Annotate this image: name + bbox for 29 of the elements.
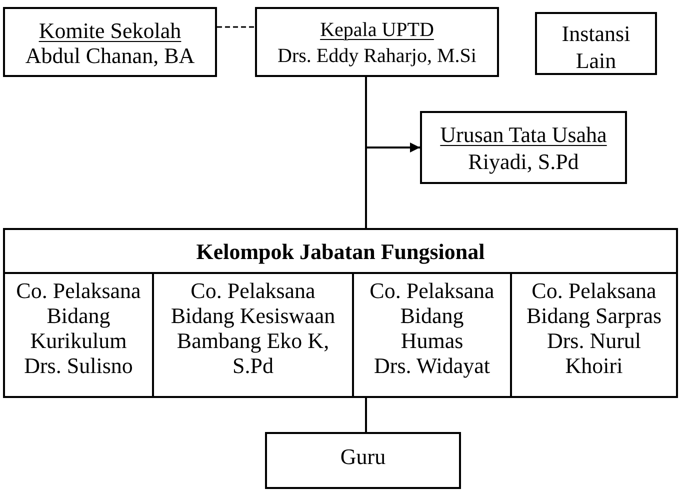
person-name: Drs. Nurul Khoiri <box>546 328 642 378</box>
connector-line <box>365 77 367 228</box>
dashed-connector <box>217 26 255 28</box>
role-title: Co. Pelaksana Bidang Kesiswaan <box>170 278 336 328</box>
role-title: Co. Pelaksana Bidang Sarpras <box>525 278 663 328</box>
role-title: Co. Pelaksana Bidang Humas <box>368 278 496 353</box>
group-title: Kelompok Jabatan Fungsional <box>196 238 485 266</box>
person-name: Drs. Sulisno <box>24 353 133 378</box>
role-box <box>152 272 352 396</box>
person-name: Drs. Widayat <box>374 353 490 378</box>
org-box <box>420 111 627 184</box>
unit-title: Kepala UPTD <box>320 18 434 43</box>
org-box <box>265 432 461 489</box>
unit-title: Urusan Tata Usaha <box>440 121 607 148</box>
person-name: Abdul Chanan, BA <box>25 43 195 68</box>
role-box <box>510 272 676 396</box>
unit-title: Komite Sekolah <box>38 18 182 43</box>
person-name: Drs. Eddy Raharjo, M.Si <box>278 44 476 69</box>
org-box <box>535 12 657 75</box>
person-name: Riyadi, S.Pd <box>468 148 579 175</box>
org-box <box>3 7 217 77</box>
unit-title: Instansi Lain <box>560 20 632 74</box>
connector-line <box>365 398 367 432</box>
role-title: Co. Pelaksana Bidang Kurikulum <box>15 278 142 353</box>
group-panel <box>3 228 678 398</box>
person-name: Bambang Eko K, S.Pd <box>176 328 330 378</box>
unit-title: Guru <box>340 444 386 469</box>
role-box <box>352 272 510 396</box>
org-box <box>255 7 499 77</box>
